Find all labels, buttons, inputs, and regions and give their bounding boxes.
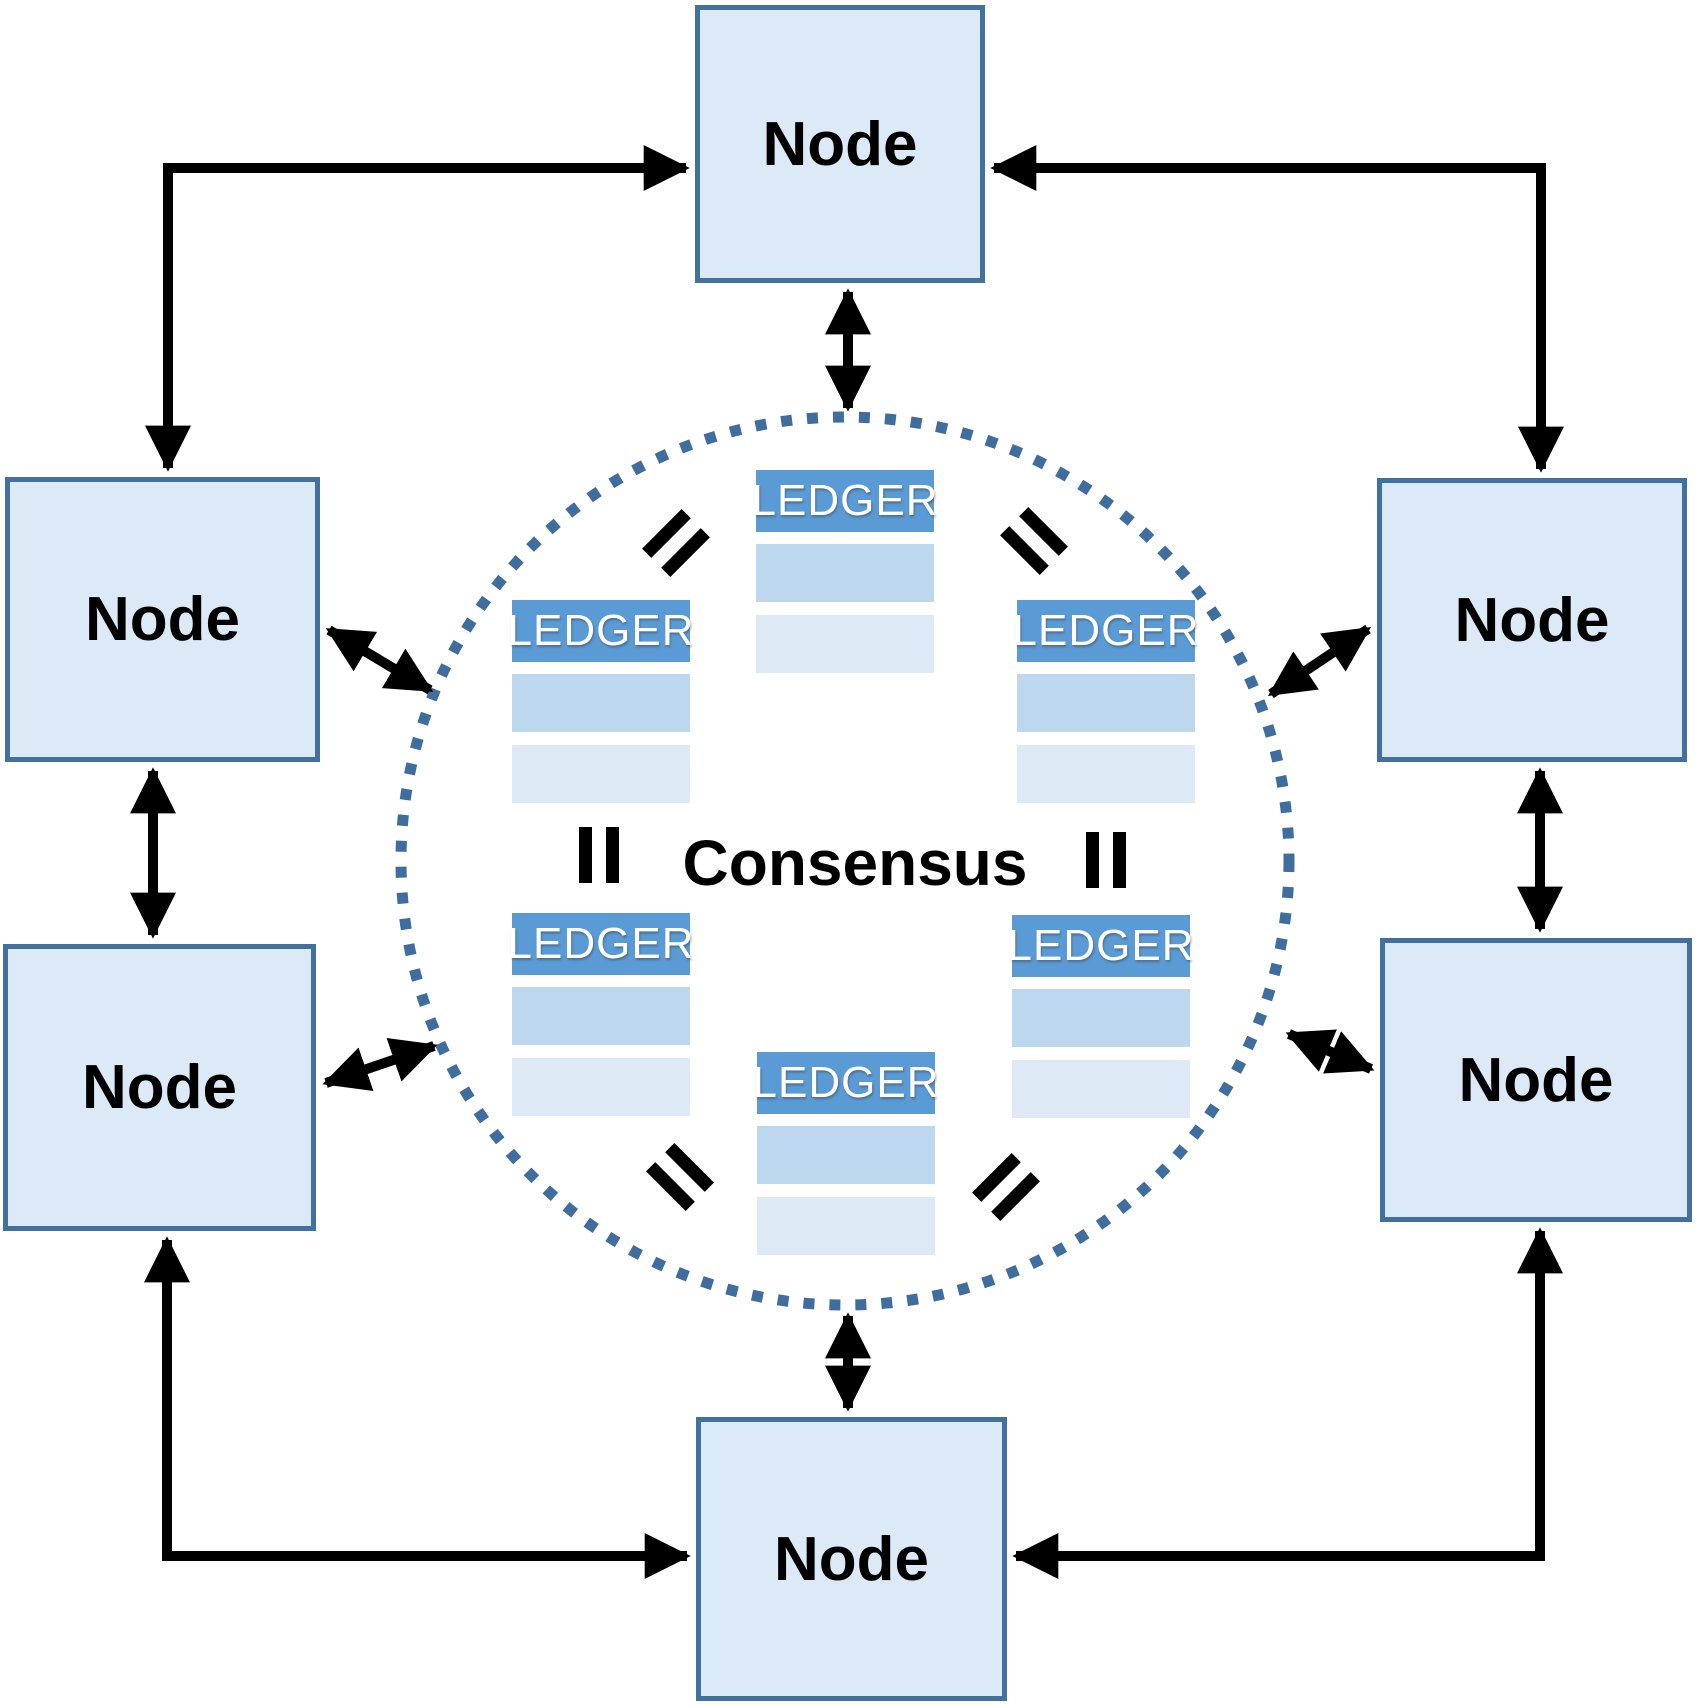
node-label: Node [1454,585,1610,655]
equals-bar [1086,832,1099,888]
equals-icon [579,827,619,883]
node-label: Node [82,1053,237,1122]
equals-bar [606,827,619,883]
node-box-bottom: Node [696,1417,1007,1701]
ledger-header: LEDGER [508,913,693,975]
arrow-lowerleft-node-circle [322,1037,438,1092]
ledger-top-center: LEDGER [752,470,937,673]
consensus-dotted-circle [395,411,1295,1311]
node-label: Node [85,585,240,654]
ledger-row [512,745,690,803]
node-label: Node [1458,1045,1614,1115]
ledger-bottom-center: LEDGER [753,1052,938,1255]
ledger-header: LEDGER [1013,600,1198,662]
ledger-row [756,544,934,602]
ledger-row [756,615,934,673]
ledger-header: LEDGER [1008,915,1193,977]
node-box-upper-right: Node [1377,478,1687,762]
ledger-lower-right: LEDGER [1008,915,1193,1118]
node-box-lower-left: Node [3,944,316,1231]
consensus-title: Consensus [682,827,1028,899]
arrow-upperright-node-circle [1267,624,1372,699]
ledger-lower-left: LEDGER [508,913,693,1116]
equals-bar [579,827,592,883]
ledger-row [512,987,690,1045]
ledger-row [512,674,690,732]
ledger-upper-right: LEDGER [1013,600,1198,803]
ledger-header: LEDGER [508,600,693,662]
ledger-row [512,1058,690,1116]
equals-bar [1113,832,1126,888]
ledger-row [1012,1060,1190,1118]
node-box-upper-left: Node [5,477,320,762]
ledger-row [757,1197,935,1255]
ledger-upper-left: LEDGER [508,600,693,803]
ledger-row [1012,989,1190,1047]
node-box-lower-right: Node [1380,938,1692,1222]
node-label: Node [774,1524,929,1594]
ledger-row [1017,674,1195,732]
equals-icon [1086,832,1126,888]
node-label: Node [762,109,918,179]
ledger-header: LEDGER [752,470,937,532]
node-box-top: Node [695,5,985,283]
ledger-header: LEDGER [753,1052,938,1114]
arrow-upperleft-node-circle [325,625,434,695]
arrow-lowerright-node-circle [1285,1029,1375,1074]
ledger-row [757,1126,935,1184]
ledger-row [1017,745,1195,803]
